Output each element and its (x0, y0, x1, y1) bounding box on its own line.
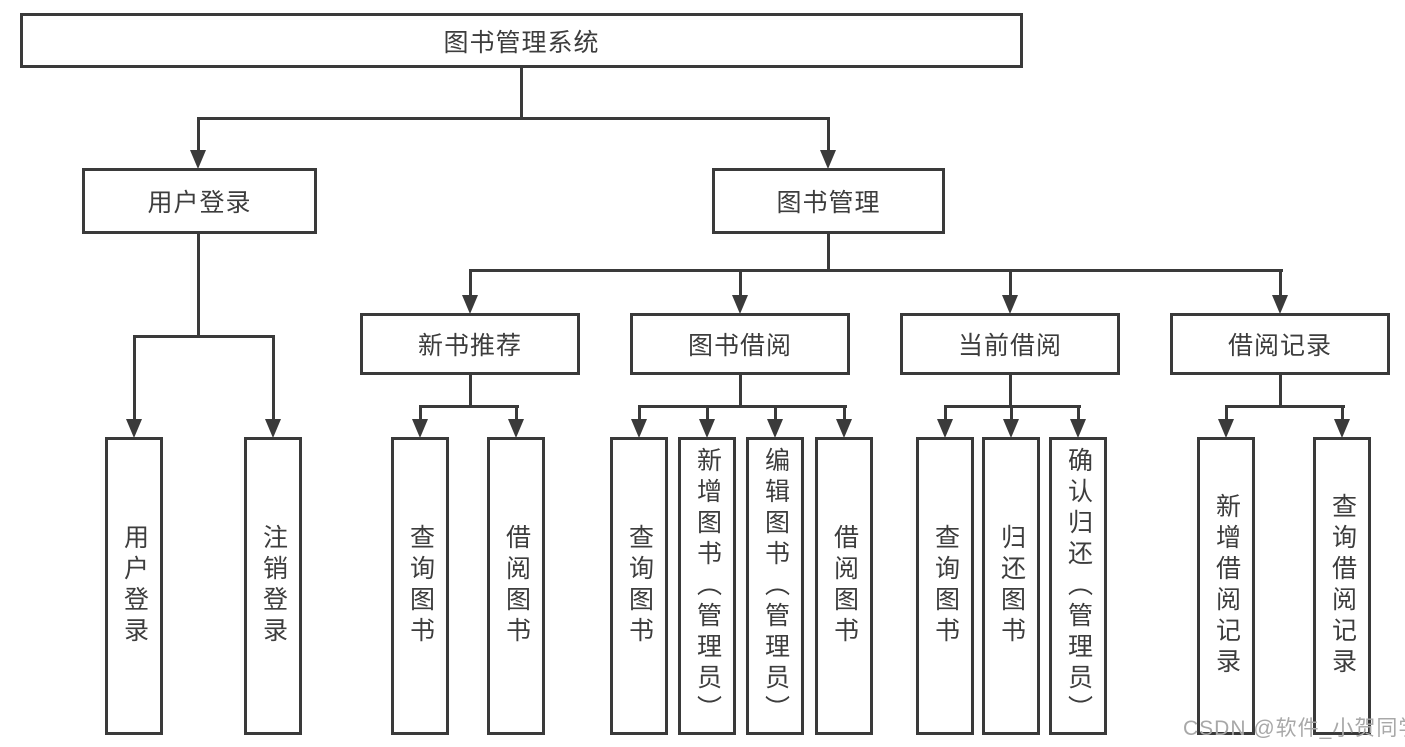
connector-arrow (412, 419, 428, 438)
connector-line (706, 406, 709, 422)
connector-line (638, 405, 847, 408)
node-logout-action: 注销登录 (244, 437, 302, 735)
node-label: 用户登录 (120, 524, 149, 648)
connector-arrow (1002, 295, 1018, 314)
node-label: 查询借阅记录 (1328, 493, 1357, 679)
connector-line (133, 336, 136, 424)
node-book-management: 图书管理 (712, 168, 945, 234)
connector-line (1009, 270, 1012, 300)
node-new-book-recommend: 新书推荐 (360, 313, 580, 375)
node-label: 新增借阅记录 (1212, 493, 1241, 679)
connector-arrow (732, 295, 748, 314)
connector-line (638, 406, 641, 422)
connector-line (827, 118, 830, 155)
connector-line (133, 335, 275, 338)
node-label: 图书管理系统 (443, 28, 600, 57)
connector-line (197, 118, 200, 155)
connector-line (515, 406, 518, 422)
connector-line (469, 269, 1283, 272)
connector-arrow (126, 419, 142, 438)
node-query-borrow-record: 查询借阅记录 (1313, 437, 1371, 735)
node-edit-book-admin: 编辑图书（管理员） (746, 437, 804, 735)
connector-arrow (1003, 419, 1019, 438)
node-query-books-borrowing: 查询图书 (610, 437, 668, 735)
node-confirm-return-admin: 确认归还（管理员） (1049, 437, 1107, 735)
connector-line (419, 405, 519, 408)
connector-line (1077, 406, 1080, 422)
connector-line (1010, 406, 1013, 422)
node-label: 当前借阅 (957, 332, 1062, 360)
node-query-books-recommend: 查询图书 (391, 437, 449, 735)
connector-arrow (1334, 419, 1350, 438)
connector-arrow (508, 419, 524, 438)
node-user-login: 用户登录 (82, 168, 317, 234)
connector-line (1225, 406, 1228, 422)
node-add-book-admin: 新增图书（管理员） (678, 437, 736, 735)
node-book-borrowing: 图书借阅 (630, 313, 850, 375)
node-user-login-action: 用户登录 (105, 437, 163, 735)
node-label: 借阅图书 (502, 524, 531, 648)
connector-arrow (767, 419, 783, 438)
connector-line (520, 66, 523, 118)
connector-arrow (699, 419, 715, 438)
node-label: 图书借阅 (687, 332, 792, 360)
node-label: 注销登录 (259, 524, 288, 648)
connector-line (739, 270, 742, 300)
connector-line (272, 336, 275, 424)
node-return-book: 归还图书 (982, 437, 1040, 735)
connector-line (1225, 405, 1345, 408)
connector-line (1009, 373, 1012, 407)
connector-arrow (1272, 295, 1288, 314)
connector-arrow (820, 150, 836, 169)
node-label: 新增图书（管理员） (693, 446, 722, 726)
node-borrow-records: 借阅记录 (1170, 313, 1390, 375)
node-label: 查询图书 (406, 524, 435, 648)
node-label: 图书管理 (776, 189, 881, 217)
connector-arrow (1218, 419, 1234, 438)
connector-line (197, 231, 200, 337)
connector-line (1279, 270, 1282, 300)
node-label: 用户登录 (147, 189, 252, 217)
connector-line (469, 270, 472, 300)
node-label: 归还图书 (997, 524, 1026, 648)
node-borrow-books-borrowing: 借阅图书 (815, 437, 873, 735)
node-label: 借阅图书 (830, 524, 859, 648)
node-current-borrowing: 当前借阅 (900, 313, 1120, 375)
node-label: 借阅记录 (1227, 332, 1332, 360)
node-label: 查询图书 (931, 524, 960, 648)
node-library-management-system: 图书管理系统 (20, 13, 1023, 68)
node-label: 新书推荐 (417, 332, 522, 360)
connector-arrow (937, 419, 953, 438)
csdn-watermark: CSDN @软件_小贺同学 (1183, 717, 1405, 740)
connector-line (197, 117, 830, 120)
connector-line (739, 373, 742, 407)
connector-line (843, 406, 846, 422)
node-label: 查询图书 (625, 524, 654, 648)
connector-line (827, 232, 830, 271)
connector-arrow (836, 419, 852, 438)
connector-line (419, 406, 422, 422)
node-borrow-books-recommend: 借阅图书 (487, 437, 545, 735)
connector-line (469, 373, 472, 407)
node-query-books-current: 查询图书 (916, 437, 974, 735)
connector-arrow (462, 295, 478, 314)
connector-line (1279, 373, 1282, 407)
node-label: 编辑图书（管理员） (761, 446, 790, 726)
node-add-borrow-record: 新增借阅记录 (1197, 437, 1255, 735)
connector-arrow (631, 419, 647, 438)
connector-arrow (265, 419, 281, 438)
connector-line (774, 406, 777, 422)
connector-arrow (190, 150, 206, 169)
node-label: 确认归还（管理员） (1064, 446, 1093, 726)
connector-line (1341, 406, 1344, 422)
connector-line (944, 406, 947, 422)
connector-arrow (1070, 419, 1086, 438)
